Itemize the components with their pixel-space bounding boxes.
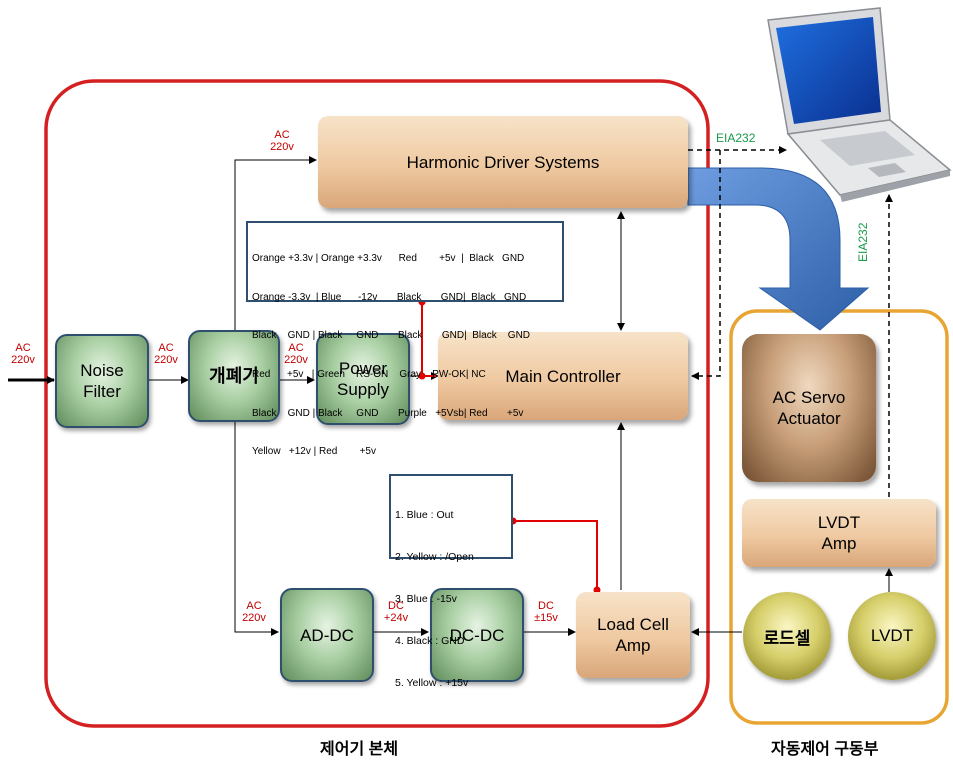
power-pinout-line: Black GND | Black GND Black GND| Black G… xyxy=(252,330,531,342)
drive-unit-caption: 자동제어 구동부 xyxy=(771,741,879,758)
laptop-icon xyxy=(767,7,952,202)
load-cell-amp-block: Load Cell Amp xyxy=(576,592,690,678)
harmonic-driver-block: Harmonic Driver Systems xyxy=(318,116,688,208)
blue-flow-arrow xyxy=(687,167,870,331)
power-pinout-line: Orange +3.3v | Orange +3.3v Red +5v | Bl… xyxy=(252,252,525,264)
power-pinout-line: Red +5v | Green RS-ON Gray PW-OK| NC xyxy=(252,368,486,380)
lvdt-amp-block: LVDT Amp xyxy=(742,499,936,567)
power-supply-block: Power Supply xyxy=(316,333,410,425)
controller-body-enclosure xyxy=(44,79,710,728)
dc-15v-label: DC ±15v xyxy=(534,600,558,624)
ac-noise-filter-output-label: AC 220v xyxy=(154,342,178,366)
loadcell-pinout-leader xyxy=(513,520,598,590)
power-pinout-line: Orange -3.3v | Blue -12v Black GND| Blac… xyxy=(252,291,527,303)
eia232-top-label: EIA232 xyxy=(716,131,756,145)
power-pinout-line: Black GND | Black GND Purple +5Vsb| Red … xyxy=(252,407,524,419)
ac-input-label: AC 220v xyxy=(11,342,35,366)
main-controller-block: Main Controller xyxy=(438,332,688,420)
dc-24v-label: DC +24v xyxy=(383,600,409,624)
ac-ad-dc-label: AC 220v xyxy=(242,600,266,624)
power-supply-pinout-box: Orange +3.3v | Orange +3.3v Red +5v | Bl… xyxy=(246,221,564,457)
loadcell-pinout-line: 1. Blue : Out xyxy=(395,509,454,521)
ac-servo-actuator-block: AC Servo Actuator xyxy=(742,334,876,482)
eia232-vertical-label: EIA232 xyxy=(856,222,870,262)
loadcell-pinout-line: 3. Blue : -15v xyxy=(395,593,457,605)
dc-dc-block: DC-DC xyxy=(430,588,524,682)
loadcell-pinout-line: 4. Black : GND xyxy=(395,635,465,647)
power-pinout-line: Yellow +12v | Red +5v xyxy=(252,446,376,458)
loadcell-sensor: 로드셀 xyxy=(743,592,831,680)
loadcell-pinout-line: 5. Yellow : +15v xyxy=(395,677,469,689)
loadcell-pinout-line: 2. Yellow : /Open xyxy=(395,551,474,563)
ac-harmonic-label: AC 220v xyxy=(270,129,294,153)
loadcell-pinout-box: 1. Blue : Out 2. Yellow : /Open 3. Blue … xyxy=(389,474,513,689)
controller-body-caption: 제어기 본체 xyxy=(320,741,399,758)
noise-filter-block: Noise Filter xyxy=(55,334,149,428)
lvdt-sensor: LVDT xyxy=(848,592,936,680)
ad-dc-block: AD-DC xyxy=(280,588,374,682)
ac-power-supply-input-label: AC 220v xyxy=(284,342,308,366)
switch-block: 개폐기 xyxy=(188,330,280,422)
